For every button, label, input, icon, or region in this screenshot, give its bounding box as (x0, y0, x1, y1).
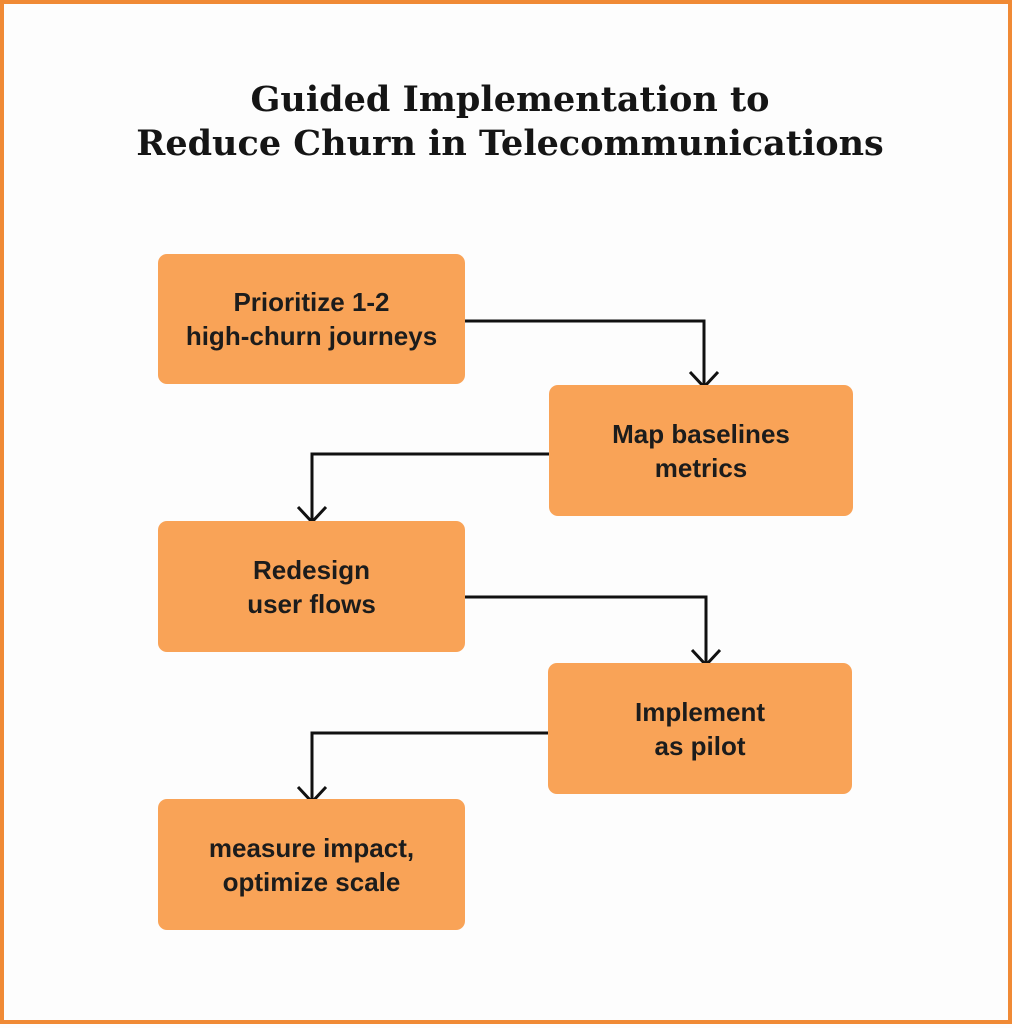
step-map-baselines: Map baselines metrics (549, 385, 853, 516)
diagram-title: Guided Implementation to Reduce Churn in… (4, 78, 1012, 166)
arrow-step2-to-step3 (310, 452, 553, 521)
step-4-line-1: Implement (634, 696, 766, 727)
title-line-1: Guided Implementation to (250, 79, 770, 120)
arrow-step4-to-step5 (310, 731, 552, 801)
step-3-line-2: user flows (247, 588, 376, 619)
connector-arrows (296, 319, 722, 805)
step-2-line-1: Map baselines (612, 418, 790, 449)
step-5-line-2: optimize scale (222, 866, 401, 897)
step-4-line-2: as pilot (654, 730, 746, 761)
arrow-step1-to-step2 (465, 319, 706, 386)
step-implement-pilot: Implement as pilot (548, 663, 852, 794)
step-1-line-1: Prioritize 1-2 (233, 287, 390, 317)
step-3-line-1: Redesign (252, 554, 371, 585)
step-redesign-flows: Redesign user flows (158, 521, 465, 652)
arrow-step3-to-step4 (465, 595, 708, 664)
step-measure-impact: measure impact, optimize scale (158, 799, 465, 930)
step-2-line-2: metrics (654, 452, 748, 483)
step-prioritize-journeys: Prioritize 1-2 high-churn journeys (158, 254, 465, 384)
step-1-line-2: high-churn journeys (185, 321, 438, 351)
step-5-line-1: measure impact, (208, 832, 415, 863)
title-line-2: Reduce Churn in Telecommunications (136, 123, 884, 164)
